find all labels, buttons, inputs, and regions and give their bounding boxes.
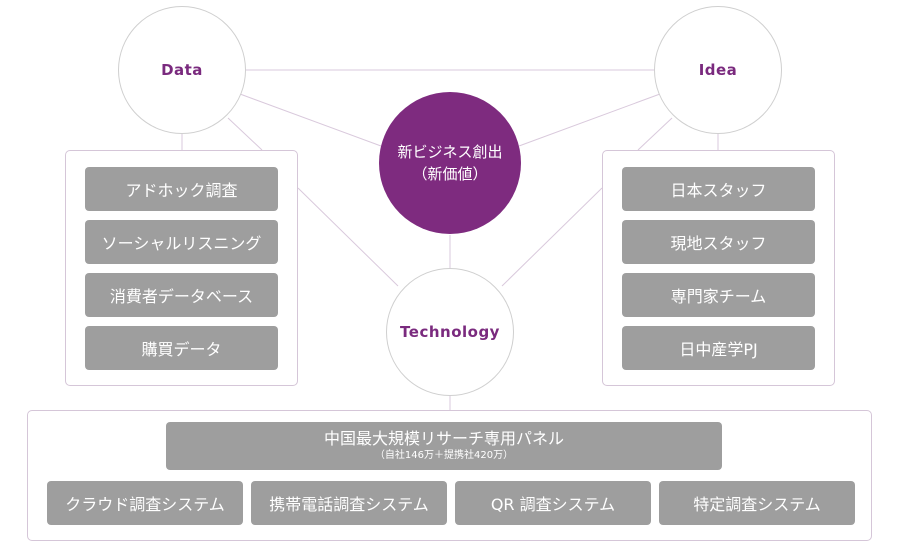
right-item-japan-staff[interactable]: 日本スタッフ xyxy=(622,167,815,211)
system-cloud-survey[interactable]: クラウド調査システム xyxy=(47,481,243,525)
center-line2: （新価値） xyxy=(412,165,488,183)
right-item-academia-project[interactable]: 日中産学PJ xyxy=(622,326,815,370)
research-panel-button[interactable]: 中国最大規模リサーチ専用パネル （自社146万＋提携社420万） xyxy=(166,422,722,470)
research-panel-title: 中国最大規模リサーチ専用パネル xyxy=(323,429,564,448)
left-item-consumer-database[interactable]: 消費者データベース xyxy=(85,273,278,317)
idea-circle[interactable]: Idea xyxy=(654,6,782,134)
left-panel: アドホック調査 ソーシャルリスニング 消費者データベース 購買データ xyxy=(65,150,298,386)
technology-label: Technology xyxy=(400,323,500,341)
line-idea-right-panel-diag xyxy=(637,117,673,151)
system-mobile-survey[interactable]: 携帯電話調査システム xyxy=(251,481,447,525)
bottom-panel: 中国最大規模リサーチ専用パネル （自社146万＋提携社420万） クラウド調査シ… xyxy=(27,410,872,541)
idea-label: Idea xyxy=(698,61,738,79)
center-line1: 新ビジネス創出 xyxy=(397,143,503,161)
line-data-center xyxy=(239,93,382,147)
line-idea-center xyxy=(518,93,661,147)
data-label: Data xyxy=(161,61,203,79)
research-panel-subtitle: （自社146万＋提携社420万） xyxy=(374,450,514,461)
line-data-left-panel-diag xyxy=(227,117,263,151)
left-item-purchase-data[interactable]: 購買データ xyxy=(85,326,278,370)
new-business-circle[interactable]: 新ビジネス創出 （新価値） xyxy=(379,92,521,234)
system-specific-survey[interactable]: 特定調査システム xyxy=(659,481,855,525)
line-left-panel-technology xyxy=(297,187,399,287)
left-item-social-listening[interactable]: ソーシャルリスニング xyxy=(85,220,278,264)
right-panel: 日本スタッフ 現地スタッフ 専門家チーム 日中産学PJ xyxy=(602,150,835,386)
technology-circle[interactable]: Technology xyxy=(386,268,514,396)
system-qr-survey[interactable]: QR 調査システム xyxy=(455,481,651,525)
left-item-adhoc-survey[interactable]: アドホック調査 xyxy=(85,167,278,211)
right-item-expert-team[interactable]: 専門家チーム xyxy=(622,273,815,317)
data-circle[interactable]: Data xyxy=(118,6,246,134)
line-right-panel-technology xyxy=(501,187,603,287)
right-item-local-staff[interactable]: 現地スタッフ xyxy=(622,220,815,264)
